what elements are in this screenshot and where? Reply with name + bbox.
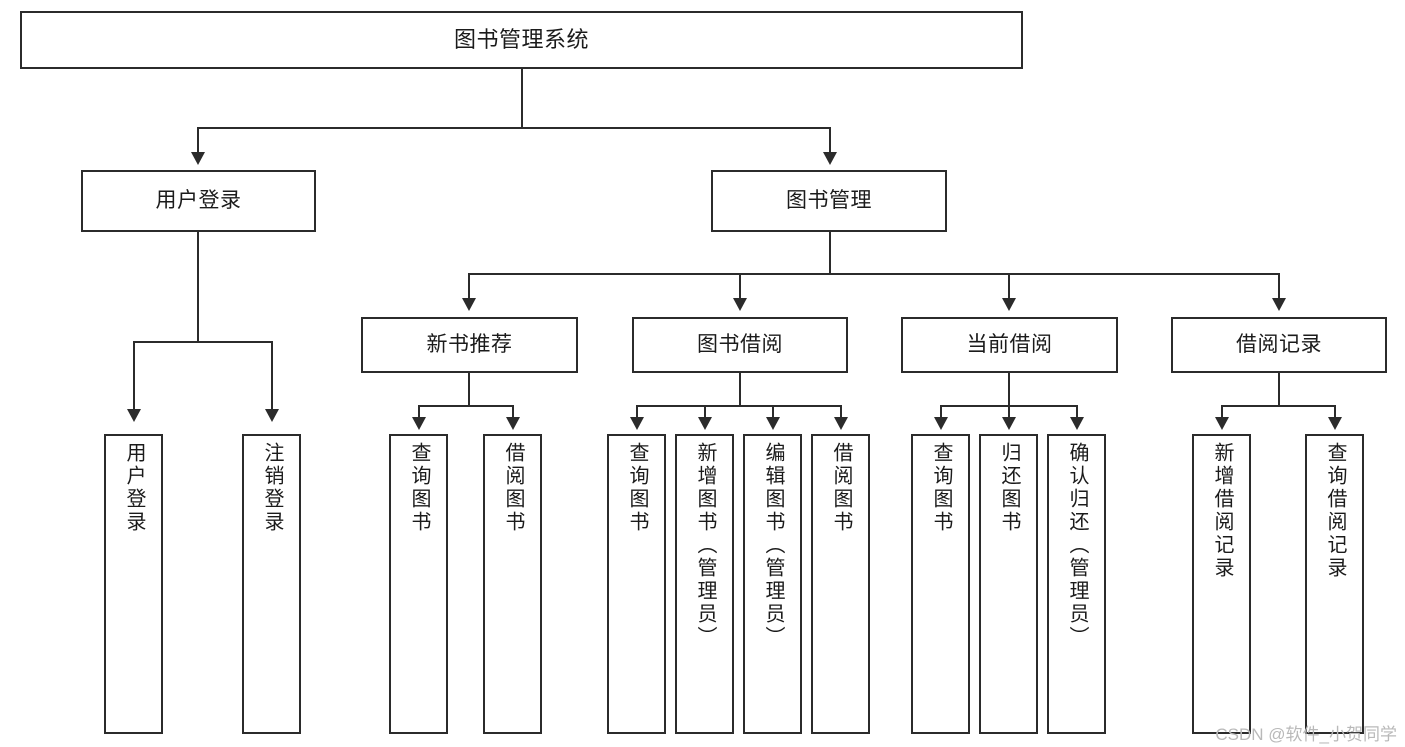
node-user-login[interactable]: 用户登录 bbox=[81, 170, 316, 232]
connector-user-login-bus bbox=[133, 341, 273, 343]
connector-user-login-stem bbox=[197, 232, 199, 342]
connector-drop-leaf-user-login-2 bbox=[271, 341, 273, 411]
node-label: 查询图书 bbox=[626, 442, 648, 534]
connector-new-book-stem bbox=[468, 373, 470, 406]
node-label: 用户登录 bbox=[123, 442, 145, 534]
node-book-management[interactable]: 图书管理 bbox=[711, 170, 947, 232]
leaf-new-book-query-book[interactable]: 查询图书 bbox=[389, 434, 448, 734]
connector-drop-leaf-book-borrow-2 bbox=[704, 405, 706, 419]
arrowhead-leaf-book-borrow-3 bbox=[766, 417, 780, 430]
arrowhead-leaf-borrow-record-2 bbox=[1328, 417, 1342, 430]
arrowhead-leaf-new-book-1 bbox=[412, 417, 426, 430]
node-label: 当前借阅 bbox=[966, 332, 1053, 356]
node-label: 确认归还（管理员） bbox=[1066, 442, 1088, 649]
connector-drop-current-borrow bbox=[1008, 273, 1010, 300]
connector-book-manage-stem bbox=[829, 232, 831, 274]
leaf-current-borrow-return-book[interactable]: 归还图书 bbox=[979, 434, 1038, 734]
node-label: 注销登录 bbox=[261, 442, 283, 534]
leaf-borrow-record-query-record[interactable]: 查询借阅记录 bbox=[1305, 434, 1364, 734]
connector-drop-leaf-user-login-1 bbox=[133, 341, 135, 411]
connector-drop-borrow-record bbox=[1278, 273, 1280, 300]
connector-drop-leaf-borrow-record-1 bbox=[1221, 405, 1223, 419]
node-label: 查询图书 bbox=[930, 442, 952, 534]
arrowhead-leaf-user-login-2 bbox=[265, 409, 279, 422]
connector-drop-leaf-current-borrow-2 bbox=[1008, 405, 1010, 419]
node-label: 归还图书 bbox=[998, 442, 1020, 534]
arrowhead-leaf-current-borrow-1 bbox=[934, 417, 948, 430]
connector-new-book-bus bbox=[418, 405, 514, 407]
connector-drop-leaf-borrow-record-2 bbox=[1334, 405, 1336, 419]
arrowhead-leaf-book-borrow-4 bbox=[834, 417, 848, 430]
node-label: 查询借阅记录 bbox=[1324, 442, 1346, 580]
arrowhead-leaf-book-borrow-2 bbox=[698, 417, 712, 430]
node-label: 图书借阅 bbox=[697, 332, 783, 356]
leaf-current-borrow-confirm-return-admin[interactable]: 确认归还（管理员） bbox=[1047, 434, 1106, 734]
connector-drop-leaf-new-book-1 bbox=[418, 405, 420, 419]
node-label: 新增借阅记录 bbox=[1211, 442, 1233, 580]
arrowhead-leaf-current-borrow-2 bbox=[1002, 417, 1016, 430]
connector-drop-leaf-current-borrow-1 bbox=[940, 405, 942, 419]
node-book-borrow[interactable]: 图书借阅 bbox=[632, 317, 848, 373]
node-label: 查询图书 bbox=[408, 442, 430, 534]
node-label: 借阅图书 bbox=[830, 442, 852, 534]
arrowhead-current-borrow bbox=[1002, 298, 1016, 311]
node-label: 用户登录 bbox=[155, 188, 242, 212]
arrowhead-book-borrow bbox=[733, 298, 747, 311]
connector-drop-leaf-new-book-2 bbox=[512, 405, 514, 419]
arrowhead-leaf-borrow-record-1 bbox=[1215, 417, 1229, 430]
connector-borrow-record-bus bbox=[1221, 405, 1336, 407]
node-label: 借阅图书 bbox=[502, 442, 524, 534]
arrowhead-borrow-record bbox=[1272, 298, 1286, 311]
connector-book-borrow-stem bbox=[739, 373, 741, 406]
connector-drop-leaf-book-borrow-4 bbox=[840, 405, 842, 419]
node-label: 新书推荐 bbox=[426, 332, 513, 356]
leaf-book-borrow-edit-book-admin[interactable]: 编辑图书（管理员） bbox=[743, 434, 802, 734]
connector-drop-leaf-current-borrow-3 bbox=[1076, 405, 1078, 419]
arrowhead-leaf-current-borrow-3 bbox=[1070, 417, 1084, 430]
csdn-watermark: CSDN @软件_小贺同学 bbox=[1215, 725, 1397, 744]
connector-root-stem bbox=[521, 69, 523, 128]
connector-drop-book-manage bbox=[829, 127, 831, 154]
leaf-book-borrow-add-book-admin[interactable]: 新增图书（管理员） bbox=[675, 434, 734, 734]
connector-drop-leaf-book-borrow-3 bbox=[772, 405, 774, 419]
leaf-user-login-logout[interactable]: 注销登录 bbox=[242, 434, 301, 734]
connector-level2-bus bbox=[197, 127, 831, 129]
node-root-system[interactable]: 图书管理系统 bbox=[20, 11, 1023, 69]
connector-drop-new-book bbox=[468, 273, 470, 300]
connector-current-borrow-stem bbox=[1008, 373, 1010, 406]
connector-book-borrow-bus bbox=[636, 405, 841, 407]
leaf-book-borrow-query-book[interactable]: 查询图书 bbox=[607, 434, 666, 734]
arrowhead-leaf-user-login-1 bbox=[127, 409, 141, 422]
node-label: 编辑图书（管理员） bbox=[762, 442, 784, 649]
node-label: 借阅记录 bbox=[1236, 332, 1322, 356]
node-label: 图书管理系统 bbox=[453, 27, 589, 53]
arrowhead-new-book bbox=[462, 298, 476, 311]
arrowhead-book-manage bbox=[823, 152, 837, 165]
leaf-user-login-login[interactable]: 用户登录 bbox=[104, 434, 163, 734]
connector-drop-leaf-book-borrow-1 bbox=[636, 405, 638, 419]
arrowhead-leaf-book-borrow-1 bbox=[630, 417, 644, 430]
node-borrow-record[interactable]: 借阅记录 bbox=[1171, 317, 1387, 373]
connector-borrow-record-stem bbox=[1278, 373, 1280, 406]
leaf-new-book-borrow-book[interactable]: 借阅图书 bbox=[483, 434, 542, 734]
node-current-borrow[interactable]: 当前借阅 bbox=[901, 317, 1118, 373]
connector-level3-bus bbox=[468, 273, 1280, 275]
connector-drop-book-borrow bbox=[739, 273, 741, 300]
leaf-borrow-record-add-record[interactable]: 新增借阅记录 bbox=[1192, 434, 1251, 734]
leaf-current-borrow-query-book[interactable]: 查询图书 bbox=[911, 434, 970, 734]
connector-drop-user-login bbox=[197, 127, 199, 154]
leaf-book-borrow-borrow-book[interactable]: 借阅图书 bbox=[811, 434, 870, 734]
node-label: 新增图书（管理员） bbox=[694, 442, 716, 649]
node-label: 图书管理 bbox=[786, 188, 872, 212]
arrowhead-user-login bbox=[191, 152, 205, 165]
node-new-book-recommend[interactable]: 新书推荐 bbox=[361, 317, 578, 373]
arrowhead-leaf-new-book-2 bbox=[506, 417, 520, 430]
